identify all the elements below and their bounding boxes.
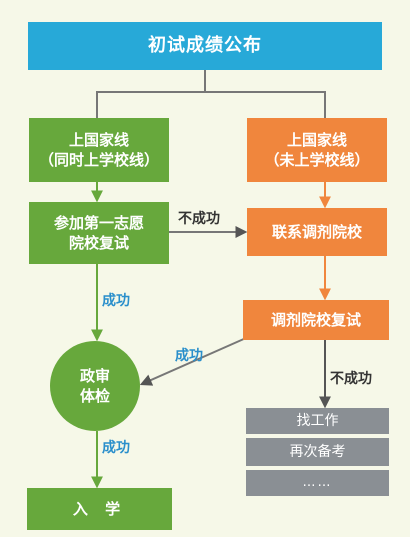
label-fail-adjust: 不成功 xyxy=(330,371,372,387)
node-national-line-both-line1: 上国家线 xyxy=(68,130,129,149)
node-political-review-line2: 体检 xyxy=(79,387,110,405)
node-political-review-line1: 政审 xyxy=(79,366,110,385)
node-retake-exam: 再次备考 xyxy=(246,438,389,466)
label-fail-to-adjust: 不成功 xyxy=(178,211,220,227)
node-national-line-both: 上国家线 （同时上学校线） xyxy=(29,118,169,182)
node-national-line-only-line2: （未上学校线） xyxy=(264,151,370,169)
node-first-choice-retest-line1: 参加第一志愿 xyxy=(53,213,144,232)
node-admission: 入 学 xyxy=(27,488,172,530)
node-adjust-retest-text: 调剂院校复试 xyxy=(270,310,361,329)
label-success-review: 成功 xyxy=(102,440,130,456)
node-contact-adjust: 联系调剂院校 xyxy=(247,208,387,256)
node-ellipsis-text: …… xyxy=(302,475,333,491)
label-success-retest: 成功 xyxy=(102,293,130,309)
node-first-choice-retest: 参加第一志愿 院校复试 xyxy=(29,202,169,264)
node-retake-exam-text: 再次备考 xyxy=(289,443,346,460)
node-adjust-retest: 调剂院校复试 xyxy=(243,300,389,340)
node-first-choice-retest-line2: 院校复试 xyxy=(68,234,129,252)
connector-title-split-right xyxy=(205,91,326,118)
arrow-right3-to-circle xyxy=(139,337,247,386)
node-political-review: 政审 体检 xyxy=(50,341,140,431)
node-national-line-only-line1: 上国家线 xyxy=(286,130,347,149)
node-contact-adjust-text: 联系调剂院校 xyxy=(271,222,362,241)
node-find-job: 找工作 xyxy=(246,408,389,434)
title-text: 初试成绩公布 xyxy=(148,34,262,56)
label-success-adjust: 成功 xyxy=(175,348,203,364)
title-box: 初试成绩公布 xyxy=(28,22,382,70)
node-national-line-both-line2: （同时上学校线） xyxy=(38,151,159,169)
node-national-line-only: 上国家线 （未上学校线） xyxy=(247,118,387,182)
connector-title-split xyxy=(96,70,206,118)
node-ellipsis: …… xyxy=(246,470,389,496)
node-find-job-text: 找工作 xyxy=(296,412,339,429)
node-admission-text: 入 学 xyxy=(72,499,127,518)
